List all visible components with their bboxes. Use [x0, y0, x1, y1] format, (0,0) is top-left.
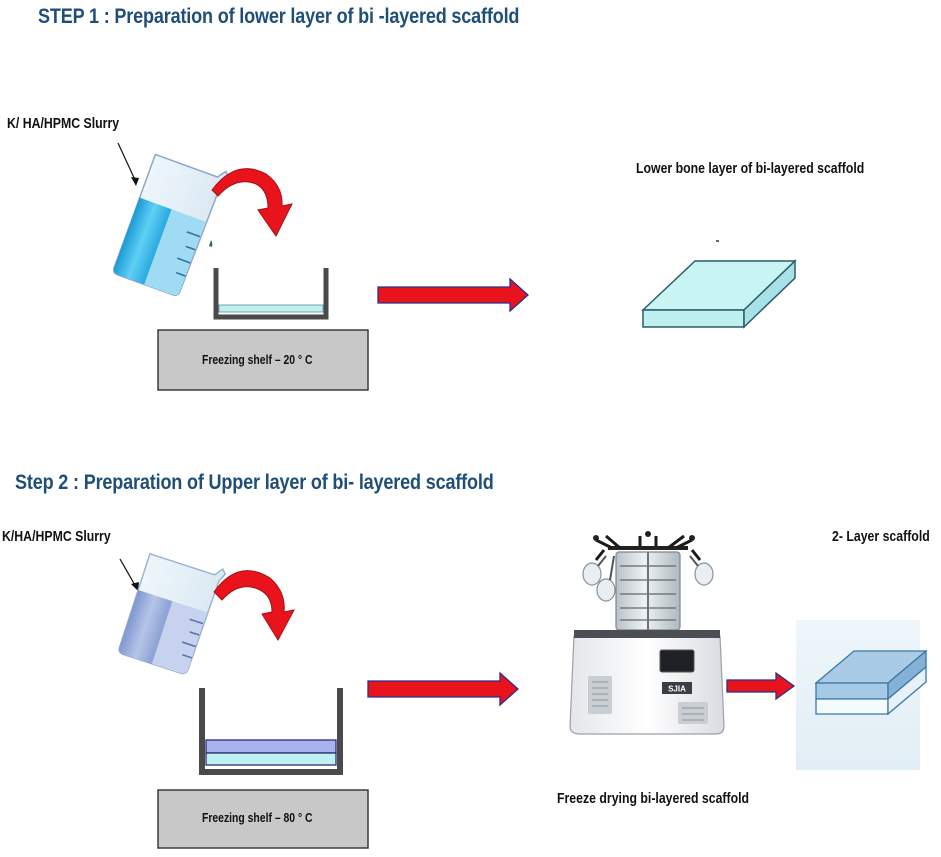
freezing-shelf-step2 — [157, 789, 369, 849]
freeze-dryer-icon: SJIA — [569, 531, 725, 735]
step1-shelf-label: Freezing shelf – 20 ° C — [202, 352, 313, 367]
process-arrow-step2 — [367, 671, 519, 707]
step1-slurry-label: K/ HA/HPMC Slurry — [7, 115, 120, 132]
beaker-icon-step1 — [113, 153, 230, 297]
step2-slurry-label: K/HA/HPMC Slurry — [2, 528, 111, 545]
process-arrow-step3 — [726, 671, 796, 701]
beaker-icon-step2 — [118, 552, 227, 675]
drip-icon — [209, 240, 213, 247]
dryer-badge: SJIA — [668, 685, 686, 694]
freezing-shelf-step1 — [157, 329, 369, 391]
lower-layer-scaffold — [641, 240, 797, 329]
pour-arrow-icon-step2 — [213, 570, 295, 642]
pointer-line-step2 — [119, 558, 139, 591]
step2-shelf-label: Freezing shelf – 80 ° C — [202, 810, 313, 825]
process-arrow-step1 — [377, 277, 529, 313]
freeze-dryer-label: Freeze drying bi-layered scaffold — [557, 790, 750, 807]
bilayer-scaffold — [796, 620, 928, 770]
step2-title: Step 2 : Preparation of Upper layer of b… — [15, 471, 494, 494]
bilayer-scaffold-label: 2- Layer scaffold — [832, 528, 930, 545]
lower-layer-label: Lower bone layer of bi-layered scaffold — [636, 160, 865, 177]
step1-title: STEP 1 : Preparation of lower layer of b… — [38, 5, 520, 28]
pointer-line-step1 — [117, 142, 139, 186]
tray-step1 — [213, 268, 329, 320]
tray-step2 — [199, 688, 343, 775]
pour-arrow-icon-step1 — [211, 168, 293, 237]
